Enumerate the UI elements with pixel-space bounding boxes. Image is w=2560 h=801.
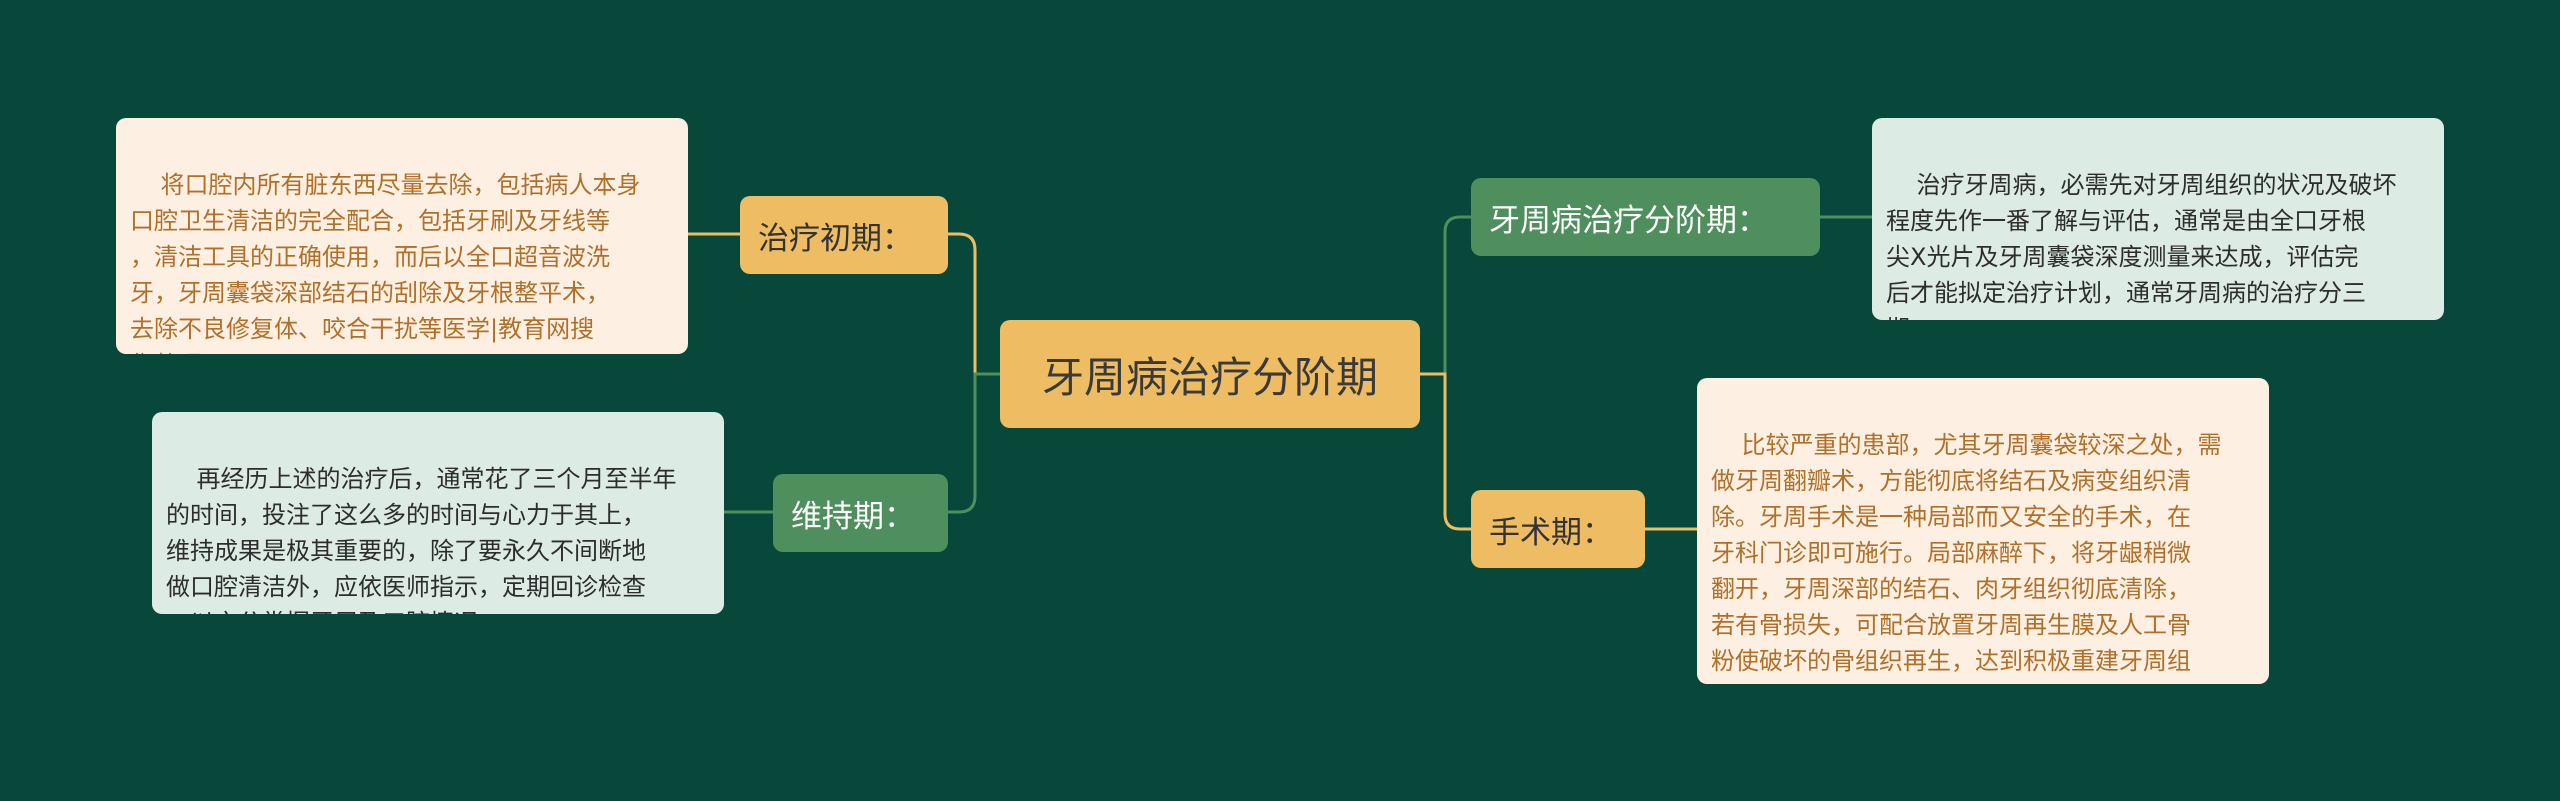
branch-treatment-stages[interactable]: 牙周病治疗分阶期： <box>1471 178 1820 256</box>
link-root-maintenance <box>948 372 1000 514</box>
leaf-initial-phase-text: 将口腔内所有脏东西尽量去除，包括病人本身 口腔卫生清洁的完全配合，包括牙刷及牙线… <box>130 171 641 354</box>
root-topic[interactable]: 牙周病治疗分阶期 <box>1000 320 1420 428</box>
branch-surgery-phase[interactable]: 手术期： <box>1471 490 1645 568</box>
leaf-surgery-phase-text: 比较严重的患部，尤其牙周囊袋较深之处，需 做牙周翻瓣术，方能彻底将结石及病变组织… <box>1711 431 2222 684</box>
link-root-initial <box>948 232 1000 376</box>
branch-maintenance-phase[interactable]: 维持期： <box>773 474 948 552</box>
leaf-treatment-stages-text: 治疗牙周病，必需先对牙周组织的状况及破坏 程度先作一番了解与评估，通常是由全口牙… <box>1886 171 2397 320</box>
branch-treatment-stages-label: 牙周病治疗分阶期： <box>1489 202 1768 239</box>
branch-initial-phase-label: 治疗初期： <box>758 220 913 257</box>
leaf-treatment-stages-note[interactable]: 治疗牙周病，必需先对牙周组织的状况及破坏 程度先作一番了解与评估，通常是由全口牙… <box>1872 118 2444 320</box>
leaf-initial-phase-note[interactable]: 将口腔内所有脏东西尽量去除，包括病人本身 口腔卫生清洁的完全配合，包括牙刷及牙线… <box>116 118 688 354</box>
leaf-surgery-phase-note[interactable]: 比较严重的患部，尤其牙周囊袋较深之处，需 做牙周翻瓣术，方能彻底将结石及病变组织… <box>1697 378 2269 684</box>
root-topic-label: 牙周病治疗分阶期 <box>1041 352 1378 402</box>
branch-surgery-phase-label: 手术期： <box>1489 514 1613 551</box>
leaf-maintenance-phase-note[interactable]: 再经历上述的治疗后，通常花了三个月至半年 的时间，投注了这么多的时间与心力于其上… <box>152 412 724 614</box>
branch-initial-phase[interactable]: 治疗初期： <box>740 196 948 274</box>
branch-maintenance-phase-label: 维持期： <box>791 498 915 535</box>
link-root-stages <box>1420 215 1471 376</box>
leaf-maintenance-phase-text: 再经历上述的治疗后，通常花了三个月至半年 的时间，投注了这么多的时间与心力于其上… <box>166 465 677 614</box>
link-root-surgery <box>1420 372 1471 531</box>
